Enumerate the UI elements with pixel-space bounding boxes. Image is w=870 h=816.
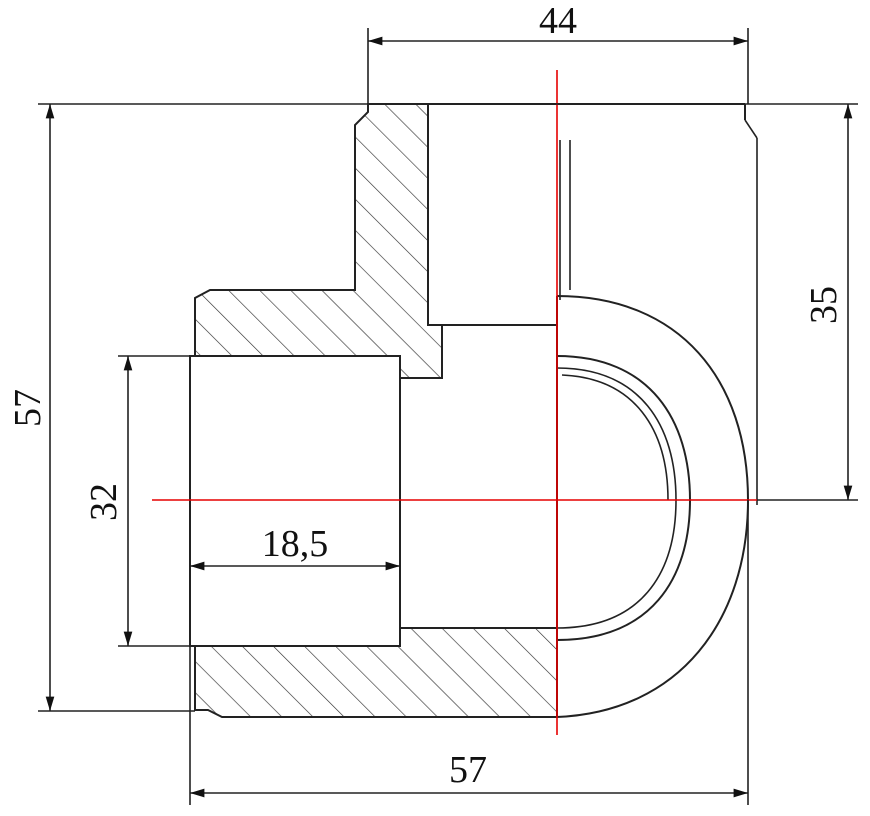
socket-bore bbox=[189, 355, 401, 647]
hatch-top-wall bbox=[194, 103, 443, 379]
hatch-bottom-wall bbox=[194, 627, 558, 718]
inner-bend bbox=[556, 355, 692, 641]
elbow-outline bbox=[189, 103, 758, 718]
hatched-walls bbox=[194, 103, 558, 718]
label-socket-depth: 35 bbox=[803, 286, 845, 324]
label-bore-diameter: 32 bbox=[83, 483, 125, 521]
center-axes bbox=[152, 70, 757, 735]
extension-lines bbox=[38, 28, 858, 805]
dimension-labels: 44 57 35 32 18,5 57 bbox=[7, 0, 845, 791]
dimension-lines bbox=[45, 36, 853, 798]
label-overall-height: 57 bbox=[7, 389, 49, 427]
label-overall-width: 57 bbox=[449, 749, 487, 791]
label-top-width: 44 bbox=[539, 0, 577, 42]
label-bore-depth: 18,5 bbox=[262, 523, 329, 565]
